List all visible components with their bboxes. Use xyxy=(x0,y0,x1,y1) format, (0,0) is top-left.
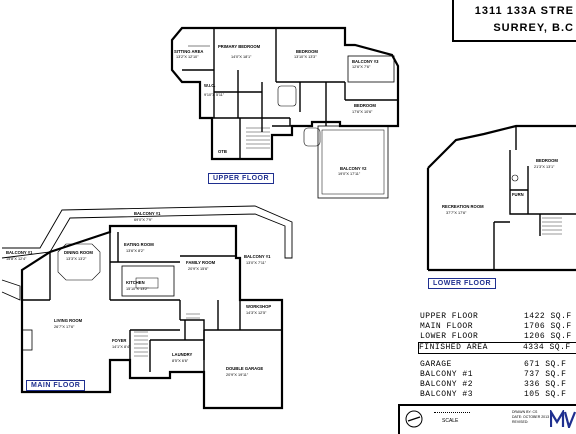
label-otb: OTB xyxy=(218,149,227,154)
dim-kitchen: 15'10"X 13'2" xyxy=(126,287,149,291)
area-value: 105 SQ.F xyxy=(524,390,567,399)
dim-sitting-area: 13'2"X 12'10" xyxy=(176,55,199,59)
revised: REVISED: xyxy=(512,420,529,424)
scale-label: SCALE xyxy=(442,418,459,424)
dim-balcony-1-left: 15'8"X 12'4" xyxy=(6,257,27,261)
main-floor-plan xyxy=(1,205,293,410)
dim-living-room: 26'7"X 17'6" xyxy=(54,325,75,329)
area-label: BALCONY #3 xyxy=(420,390,474,399)
dim-family-room: 20'9"X 15'6" xyxy=(188,267,209,271)
dim-laundry: 8'5"X 6'6" xyxy=(172,359,189,363)
label-balcony-3: BALCONY #3 xyxy=(352,59,379,64)
double-garage-walls xyxy=(203,300,282,408)
area-value: 671 SQ.F xyxy=(524,360,567,369)
label-foyer: FOYER xyxy=(112,338,126,343)
label-living-room: LIVING ROOM xyxy=(54,318,83,323)
area-label: UPPER FLOOR xyxy=(420,312,479,321)
main-outer-wall xyxy=(20,224,284,410)
area-row: MAIN FLOOR 1706 SQ.F xyxy=(420,322,576,332)
area-value: 737 SQ.F xyxy=(524,370,567,379)
label-balcony-1-left: BALCONY #1 xyxy=(6,250,33,255)
label-laundry: LAUNDRY xyxy=(172,352,193,357)
area-value: 4334 SQ.F xyxy=(523,343,571,352)
area-value: 336 SQ.F xyxy=(524,380,567,389)
area-row: GARAGE 671 SQ.F xyxy=(420,360,576,370)
lower-interior-walls xyxy=(493,126,576,270)
label-workshop: WORKSHOP xyxy=(246,304,271,309)
main-interior-walls xyxy=(22,232,236,372)
upper-floor-tag: UPPER FLOOR xyxy=(208,173,275,184)
drawn-by: DRAWN BY: CS xyxy=(512,410,538,414)
label-eating-room: EATING ROOM xyxy=(124,242,154,247)
label-sitting-area: SITTING AREA xyxy=(174,49,203,54)
scale-bar xyxy=(434,412,470,415)
dim-foyer: 14'1"X 8'4" xyxy=(112,345,131,349)
dim-bedroom-upper-1: 13'10"X 13'3" xyxy=(294,55,317,59)
area-row: BALCONY #2 336 SQ.F xyxy=(420,380,576,390)
address-title-block: 1311 133A STRE SURREY, B.C xyxy=(452,0,576,42)
lower-outer-wall xyxy=(427,124,576,272)
dim-dining-room: 13'3"X 13'2" xyxy=(66,257,87,261)
area-value: 1206 SQ.F xyxy=(524,332,572,341)
area-row-finished: FINISHED AREA 4334 SQ.F xyxy=(418,342,576,354)
dim-wic: 9'10"X 5'11" xyxy=(204,93,225,97)
area-label: LOWER FLOOR xyxy=(420,332,479,341)
area-label: FINISHED AREA xyxy=(419,343,488,352)
drawing-date: DATE: OCTOBER 2013 xyxy=(512,415,550,419)
dim-bedroom-lower: 21'3"X 13'1" xyxy=(534,165,555,169)
area-row: UPPER FLOOR 1422 SQ.F xyxy=(420,312,576,322)
label-primary-bedroom: PRIMARY BEDROOM xyxy=(218,44,261,49)
label-furn: FURN xyxy=(512,192,524,197)
drawing-footer: SCALE DRAWN BY: CS DATE: OCTOBER 2013 RE… xyxy=(398,404,576,434)
north-arrow-icon xyxy=(405,410,423,428)
label-double-garage: DOUBLE GARAGE xyxy=(226,366,263,371)
area-label: MAIN FLOOR xyxy=(420,322,474,331)
dim-primary-bedroom: 14'0"X 18'1" xyxy=(231,55,252,59)
upper-floor-plan xyxy=(170,26,400,199)
label-balcony-2: BALCONY #2 xyxy=(340,166,367,171)
label-bedroom-upper-1: BEDROOM xyxy=(296,49,318,54)
dim-balcony-1-right: 13'0"X 7'11" xyxy=(246,261,267,265)
upper-interior-walls xyxy=(182,28,398,159)
label-wic: W.I.C. xyxy=(204,83,215,88)
main-balcony-outline xyxy=(1,205,293,259)
area-label: BALCONY #1 xyxy=(420,370,474,379)
dim-bedroom-upper-2: 17'6"X 10'6" xyxy=(352,110,373,114)
area-value: 1706 SQ.F xyxy=(524,322,572,331)
dim-balcony-2: 19'0"X 17'11" xyxy=(338,172,361,176)
label-balcony-1-right: BALCONY #1 xyxy=(244,254,271,259)
label-bedroom-lower: BEDROOM xyxy=(536,158,558,163)
area-label: GARAGE xyxy=(420,360,452,369)
dim-eating-room: 13'6"X 8'2" xyxy=(126,249,145,253)
dim-balcony-3: 12'6"X 7'6" xyxy=(352,65,371,69)
balcony-2-outline xyxy=(317,125,389,199)
area-summary-table: UPPER FLOOR 1422 SQ.F MAIN FLOOR 1706 SQ.F… xyxy=(418,312,576,400)
label-dining-room: DINING ROOM xyxy=(64,250,93,255)
balcony-3-outline xyxy=(347,55,395,83)
address-line-1: 1311 133A STRE xyxy=(474,5,574,17)
address-line-2: SURREY, B.C xyxy=(493,22,574,34)
lower-floor-tag: LOWER FLOOR xyxy=(428,278,496,289)
area-row: BALCONY #1 737 SQ.F xyxy=(420,370,576,380)
company-logo-icon xyxy=(550,410,576,428)
dim-double-garage: 20'9"X 19'11" xyxy=(226,373,249,377)
dim-workshop: 14'3"X 12'5" xyxy=(246,311,267,315)
label-recreation-room: RECREATION ROOM xyxy=(442,204,484,209)
area-label: BALCONY #2 xyxy=(420,380,474,389)
dim-recreation-room: 37'7"X 17'6" xyxy=(446,211,467,215)
area-value: 1422 SQ.F xyxy=(524,312,572,321)
room-labels: SITTING AREA 13'2"X 12'10" PRIMARY BEDRO… xyxy=(6,44,558,377)
area-row: LOWER FLOOR 1206 SQ.F xyxy=(420,332,576,342)
dim-balcony-1-top: 69'0"X 7'9" xyxy=(134,218,153,222)
label-balcony-1-top: BALCONY #1 xyxy=(134,211,161,216)
label-family-room: FAMILY ROOM xyxy=(186,260,216,265)
area-row: BALCONY #3 105 SQ.F xyxy=(420,390,576,400)
drawing-info: DRAWN BY: CS DATE: OCTOBER 2013 REVISED: xyxy=(512,410,549,425)
label-kitchen: KITCHEN xyxy=(126,280,145,285)
label-bedroom-upper-2: BEDROOM xyxy=(354,103,376,108)
lower-floor-plan xyxy=(426,124,576,272)
main-floor-tag: MAIN FLOOR xyxy=(26,380,86,391)
